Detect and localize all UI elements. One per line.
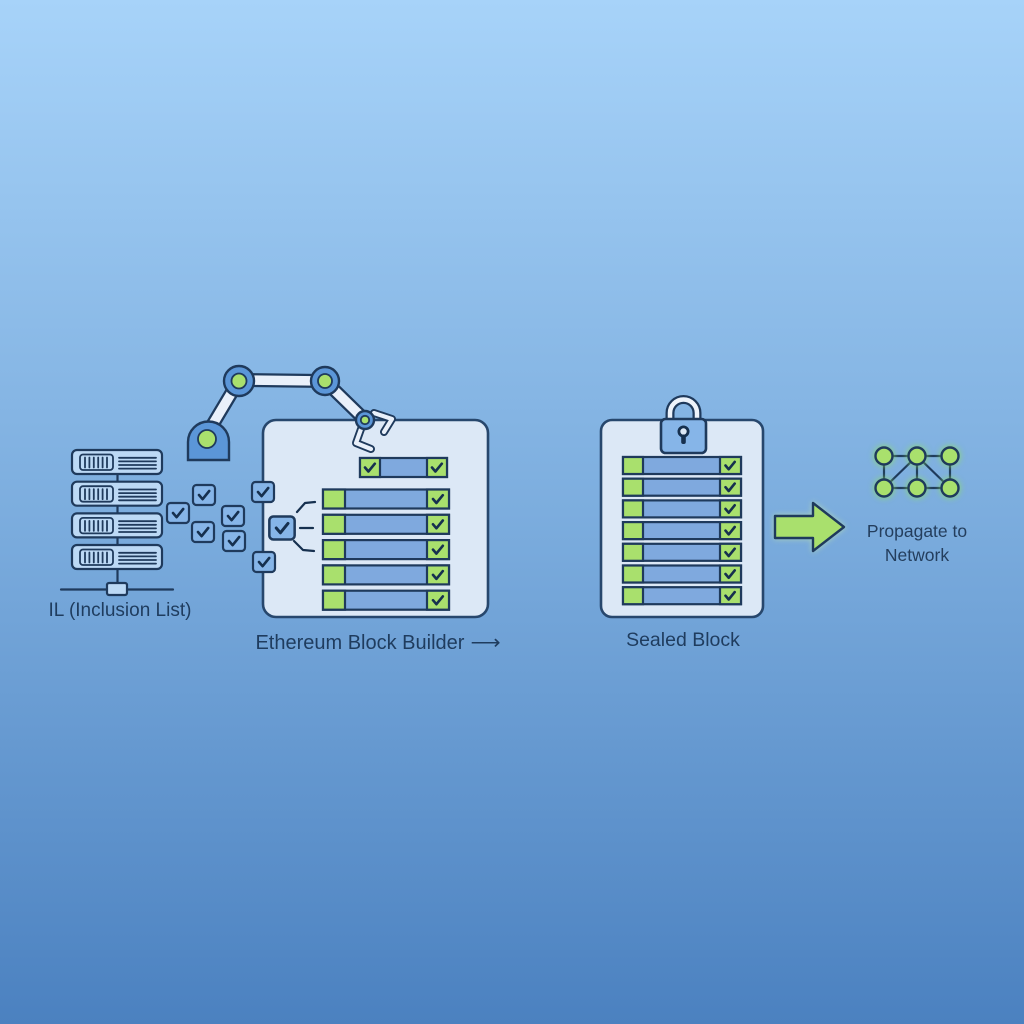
padlock-icon: [665, 395, 702, 424]
gripper-claw: [352, 409, 396, 453]
builder-arrow-glyph: ⟶: [470, 631, 501, 654]
transaction-row: [321, 564, 451, 586]
sealed-transaction-row: [621, 499, 743, 519]
propagate-label-line2: Network: [884, 545, 950, 565]
transaction-row: [321, 538, 451, 561]
merge-branch-lines: [292, 500, 317, 553]
robotic-arm-icon: [186, 364, 396, 462]
sealed-transaction-row: [621, 455, 743, 476]
server-unit: [70, 448, 164, 476]
sealed-transaction-row: [621, 520, 743, 541]
block-builder-panel: [250, 418, 490, 619]
keyhole-stem: [681, 434, 686, 444]
transaction-row: [321, 589, 451, 612]
transaction-row: [321, 488, 451, 510]
right-arrow-icon: [773, 501, 846, 553]
checkbox-icon: [221, 529, 247, 553]
server-unit: [70, 543, 164, 571]
transaction-row: [321, 513, 451, 536]
checkbox-icon: [267, 515, 297, 541]
sealed-transaction-row: [621, 542, 743, 563]
block-builder-label-text: Ethereum Block Builder: [255, 632, 465, 654]
floating-checkboxes: [165, 483, 247, 553]
network-nodes: [874, 446, 960, 498]
sealed-block-label: Sealed Block: [626, 629, 740, 651]
checkbox-icon: [190, 520, 216, 544]
propagate-label-line1: Propagate to: [866, 521, 968, 541]
checkbox-icon: [251, 550, 277, 574]
checkbox-icon: [191, 483, 217, 507]
sealed-transaction-row: [621, 477, 743, 498]
row-being-placed: [358, 456, 449, 479]
server-unit: [70, 512, 164, 539]
sealed-transaction-row: [621, 585, 743, 606]
network-port: [105, 581, 129, 597]
propagate-label: Propagate to Network: [817, 519, 1017, 567]
inclusion-list-label: IL (Inclusion List): [48, 600, 192, 621]
sealed-transaction-row: [621, 564, 743, 584]
network-graph-icon: [874, 446, 960, 498]
server-unit: [70, 480, 164, 507]
checkbox-icon: [250, 480, 276, 504]
sealed-block-panel: [599, 395, 765, 619]
block-builder-label: Ethereum Block Builder⟶: [228, 630, 528, 655]
checkbox-icon: [220, 504, 246, 528]
checkbox-icon: [165, 501, 191, 525]
server-rack-icon: [59, 448, 175, 597]
